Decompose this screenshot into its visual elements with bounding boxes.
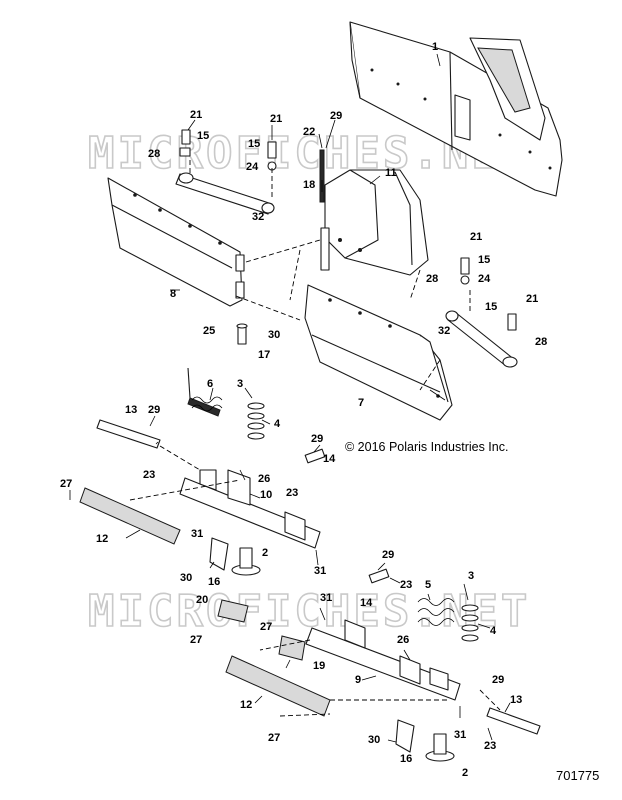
part-5-spring — [417, 598, 455, 626]
small-parts-top — [179, 129, 517, 345]
part-20-block — [217, 599, 249, 623]
callout-10: 10 — [260, 489, 272, 501]
callout-30: 30 — [180, 572, 192, 584]
callout-2: 2 — [462, 767, 468, 779]
callout-13: 13 — [125, 404, 137, 416]
callout-21: 21 — [270, 113, 282, 125]
part-16-bracket-lower — [395, 719, 415, 753]
part-12-plate-lower — [225, 655, 331, 717]
callout-23: 23 — [484, 740, 496, 752]
assembly-lines — [129, 160, 501, 717]
callout-24: 24 — [246, 161, 259, 173]
callout-22: 22 — [303, 126, 315, 138]
callout-16: 16 — [400, 753, 412, 765]
callout-27: 27 — [60, 478, 72, 490]
callout-3: 3 — [237, 378, 243, 390]
callout-9: 9 — [355, 674, 361, 686]
callout-30: 30 — [268, 329, 280, 341]
callout-30: 30 — [368, 734, 380, 746]
callouts: 1 21 15 28 21 15 24 22 29 18 32 11 8 21 … — [60, 41, 547, 779]
callout-3: 3 — [468, 570, 474, 582]
part-6-spring — [187, 367, 223, 417]
part-32-cylinder-left — [175, 172, 275, 215]
callout-28: 28 — [426, 273, 438, 285]
callout-8: 8 — [170, 288, 176, 300]
callout-2: 2 — [262, 547, 268, 559]
part-4-washers-lower — [461, 604, 479, 642]
callout-11: 11 — [385, 167, 397, 179]
part-7-right-blade — [304, 284, 453, 421]
callout-12: 12 — [96, 533, 108, 545]
leader-lines — [69, 53, 511, 743]
part-32-cylinder-right — [445, 310, 518, 368]
callout-15: 15 — [478, 254, 490, 266]
callout-21: 21 — [470, 231, 482, 243]
callout-15: 15 — [248, 138, 260, 150]
callout-29: 29 — [311, 433, 323, 445]
callout-27: 27 — [260, 621, 272, 633]
callout-32: 32 — [252, 211, 264, 223]
callout-1: 1 — [432, 41, 438, 53]
callout-26: 26 — [258, 473, 270, 485]
part-12-plate-upper — [79, 487, 181, 545]
part-14-pin-upper — [304, 448, 326, 464]
callout-31: 31 — [191, 528, 203, 540]
callout-20: 20 — [196, 594, 208, 606]
part-4-washers-upper — [247, 402, 265, 440]
part-13-rod-upper — [96, 419, 161, 449]
callout-16: 16 — [208, 576, 220, 588]
part-9-frame-lower — [305, 619, 461, 701]
watermark-bottom: MICROFICHES.NET — [88, 586, 530, 637]
callout-6: 6 — [207, 378, 213, 390]
callout-4: 4 — [490, 625, 497, 637]
callout-28: 28 — [148, 148, 160, 160]
callout-29: 29 — [148, 404, 160, 416]
callout-15: 15 — [197, 130, 209, 142]
callout-7: 7 — [358, 397, 364, 409]
callout-31: 31 — [320, 592, 332, 604]
callout-31: 31 — [314, 565, 326, 577]
part-19-plate — [278, 635, 306, 661]
callout-17: 17 — [258, 349, 270, 361]
callout-21: 21 — [190, 109, 202, 121]
callout-29: 29 — [382, 549, 394, 561]
callout-14: 14 — [323, 453, 336, 465]
callout-29: 29 — [330, 110, 342, 122]
callout-32: 32 — [438, 325, 450, 337]
callout-29: 29 — [492, 674, 504, 686]
callout-13: 13 — [510, 694, 522, 706]
callout-15: 15 — [485, 301, 497, 313]
callout-24: 24 — [478, 273, 491, 285]
part-16-bracket-upper — [209, 537, 229, 571]
callout-12: 12 — [240, 699, 252, 711]
callout-27: 27 — [268, 732, 280, 744]
part-11-mount-frame — [320, 169, 429, 276]
callout-21: 21 — [526, 293, 538, 305]
callout-26: 26 — [397, 634, 409, 646]
part-2-pad-upper — [231, 547, 261, 576]
document-number: 701775 — [556, 768, 599, 783]
part-1-blade-assembly — [349, 21, 563, 197]
part-13-rod-lower — [486, 707, 541, 735]
callout-28: 28 — [535, 336, 547, 348]
part-2-pad-lower — [425, 733, 455, 762]
part-8-left-blade — [107, 177, 245, 307]
part-14-pin-lower — [368, 568, 390, 584]
callout-25: 25 — [203, 325, 215, 337]
callout-14: 14 — [360, 597, 373, 609]
callout-23: 23 — [143, 469, 155, 481]
copyright-notice: © 2016 Polaris Industries Inc. — [345, 440, 508, 454]
callout-19: 19 — [313, 660, 325, 672]
callout-23: 23 — [400, 579, 412, 591]
callout-4: 4 — [274, 418, 281, 430]
callout-31: 31 — [454, 729, 466, 741]
callout-18: 18 — [303, 179, 315, 191]
callout-27: 27 — [190, 634, 202, 646]
callout-23: 23 — [286, 487, 298, 499]
callout-5: 5 — [425, 579, 431, 591]
